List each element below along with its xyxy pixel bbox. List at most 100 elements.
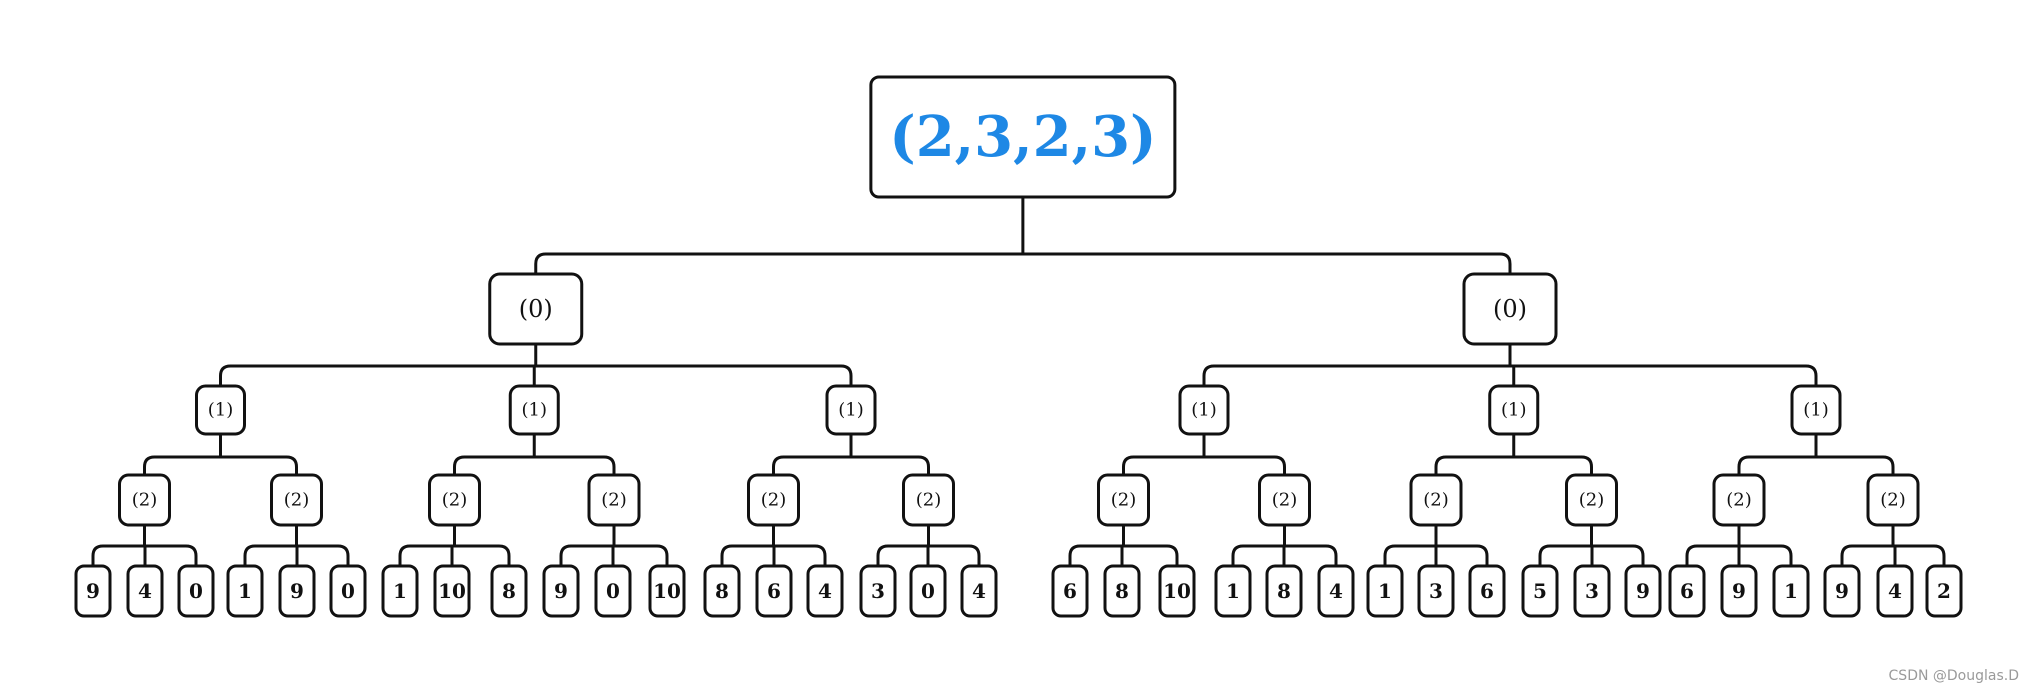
level2-node-label: (2) bbox=[761, 490, 787, 511]
leaf-node-box bbox=[177, 564, 215, 618]
leaf-node-box bbox=[648, 564, 686, 618]
leaf-node: 1 bbox=[226, 564, 264, 618]
leaf-node-label: 0 bbox=[606, 579, 620, 603]
leaf-node-box bbox=[278, 564, 316, 618]
tree-edge bbox=[559, 525, 669, 566]
leaf-node-label: 0 bbox=[921, 579, 935, 603]
level2-node-label: (2) bbox=[132, 490, 158, 511]
level2-node-label: (2) bbox=[284, 490, 310, 511]
tree-edge bbox=[243, 525, 350, 566]
leaf-node-label: 8 bbox=[1115, 579, 1129, 603]
level2-node-box bbox=[587, 473, 641, 527]
level2-node: (2) bbox=[1712, 473, 1766, 527]
leaf-node-label: 9 bbox=[86, 579, 100, 603]
leaf-node-label: 8 bbox=[502, 579, 516, 603]
leaf-node-box bbox=[542, 564, 580, 618]
leaf-node-label: 8 bbox=[715, 579, 729, 603]
level1-node-box bbox=[508, 384, 560, 436]
leaf-node-box bbox=[1624, 564, 1662, 618]
level2-node: (2) bbox=[747, 473, 800, 527]
leaf-node: 3 bbox=[859, 564, 897, 618]
level2-node-label: (2) bbox=[1111, 490, 1137, 511]
leaf-node: 4 bbox=[1876, 564, 1914, 618]
leaf-node-label: 1 bbox=[1378, 579, 1392, 603]
level2-node: (2) bbox=[1097, 473, 1150, 527]
leaf-node: 1 bbox=[1772, 564, 1810, 618]
leaf-node-label: 3 bbox=[1429, 579, 1443, 603]
level2-node: (2) bbox=[270, 473, 323, 527]
leaf-node-label: 4 bbox=[1329, 579, 1343, 603]
leaf-node-label: 10 bbox=[1163, 579, 1191, 603]
level1-node-label: (1) bbox=[522, 400, 548, 421]
leaf-node: 2 bbox=[1925, 564, 1963, 618]
tree-edge bbox=[143, 434, 298, 475]
level2-node-label: (2) bbox=[1272, 490, 1298, 511]
leaf-node-box bbox=[1876, 564, 1914, 618]
tree-edge bbox=[91, 525, 198, 566]
leaf-node-box bbox=[755, 564, 793, 618]
leaf-node-label: 6 bbox=[767, 579, 781, 603]
leaf-node-box bbox=[433, 564, 471, 618]
tree-edge bbox=[1202, 344, 1818, 386]
tree-edge bbox=[453, 434, 616, 475]
level2-node-label: (2) bbox=[1579, 490, 1605, 511]
leaf-node-label: 10 bbox=[438, 579, 466, 603]
level2-node-box bbox=[1258, 473, 1311, 527]
leaf-node-box bbox=[806, 564, 844, 618]
leaf-node-label: 9 bbox=[1732, 579, 1746, 603]
leaf-node-box bbox=[909, 564, 947, 618]
level0-node-label: (0) bbox=[1493, 295, 1527, 323]
leaf-node-label: 3 bbox=[871, 579, 885, 603]
watermark: CSDN @Douglas.D bbox=[1888, 668, 2019, 684]
tree-edge bbox=[1434, 434, 1593, 475]
leaf-node-box bbox=[703, 564, 741, 618]
leaf-node: 3 bbox=[1417, 564, 1455, 618]
leaf-node: 9 bbox=[1720, 564, 1758, 618]
leaf-node: 6 bbox=[1668, 564, 1706, 618]
leaf-node-label: 9 bbox=[554, 579, 568, 603]
leaf-node: 9 bbox=[1823, 564, 1861, 618]
leaf-node: 8 bbox=[1265, 564, 1303, 618]
leaf-node-box bbox=[1214, 564, 1252, 618]
leaf-node-label: 6 bbox=[1063, 579, 1077, 603]
tree-edges bbox=[91, 197, 1946, 566]
leaf-node-label: 1 bbox=[393, 579, 407, 603]
leaf-node-label: 1 bbox=[1226, 579, 1240, 603]
leaf-node: 6 bbox=[755, 564, 793, 618]
leaf-node-box bbox=[960, 564, 998, 618]
root-node-label: (2,3,2,3) bbox=[889, 104, 1156, 170]
level2-node-label: (2) bbox=[442, 490, 468, 511]
leaf-node-box bbox=[1468, 564, 1506, 618]
tree-edge bbox=[1122, 434, 1286, 475]
leaf-node-label: 4 bbox=[1888, 579, 1902, 603]
level2-node-box bbox=[747, 473, 800, 527]
leaf-node: 1 bbox=[1366, 564, 1404, 618]
tree-edge bbox=[1068, 525, 1179, 566]
leaf-node-box bbox=[490, 564, 528, 618]
level2-node-label: (2) bbox=[1726, 490, 1752, 511]
tree-edge bbox=[1231, 525, 1338, 566]
leaf-node-label: 4 bbox=[138, 579, 152, 603]
tree-edge bbox=[534, 197, 1512, 274]
level2-node-box bbox=[902, 473, 955, 527]
level1-node-label: (1) bbox=[1803, 400, 1829, 421]
level2-node: (2) bbox=[1258, 473, 1311, 527]
leaf-node: 8 bbox=[1103, 564, 1141, 618]
level2-node-label: (2) bbox=[1880, 490, 1906, 511]
level2-node: (2) bbox=[1409, 473, 1463, 527]
leaf-node: 0 bbox=[594, 564, 632, 618]
tree-edge bbox=[1840, 525, 1946, 566]
leaf-node: 10 bbox=[433, 564, 471, 618]
leaf-node: 10 bbox=[1158, 564, 1196, 618]
level2-node: (2) bbox=[1866, 473, 1920, 527]
tree-edge bbox=[876, 525, 981, 566]
leaf-node-box bbox=[1051, 564, 1089, 618]
leaf-node-box bbox=[1158, 564, 1196, 618]
leaf-node-box bbox=[126, 564, 164, 618]
leaf-node-label: 5 bbox=[1533, 579, 1547, 603]
leaf-node-box bbox=[329, 564, 367, 618]
leaf-node-label: 1 bbox=[1784, 579, 1798, 603]
leaf-node-label: 4 bbox=[818, 579, 832, 603]
leaf-node-box bbox=[1720, 564, 1758, 618]
level1-node-box bbox=[825, 384, 877, 436]
